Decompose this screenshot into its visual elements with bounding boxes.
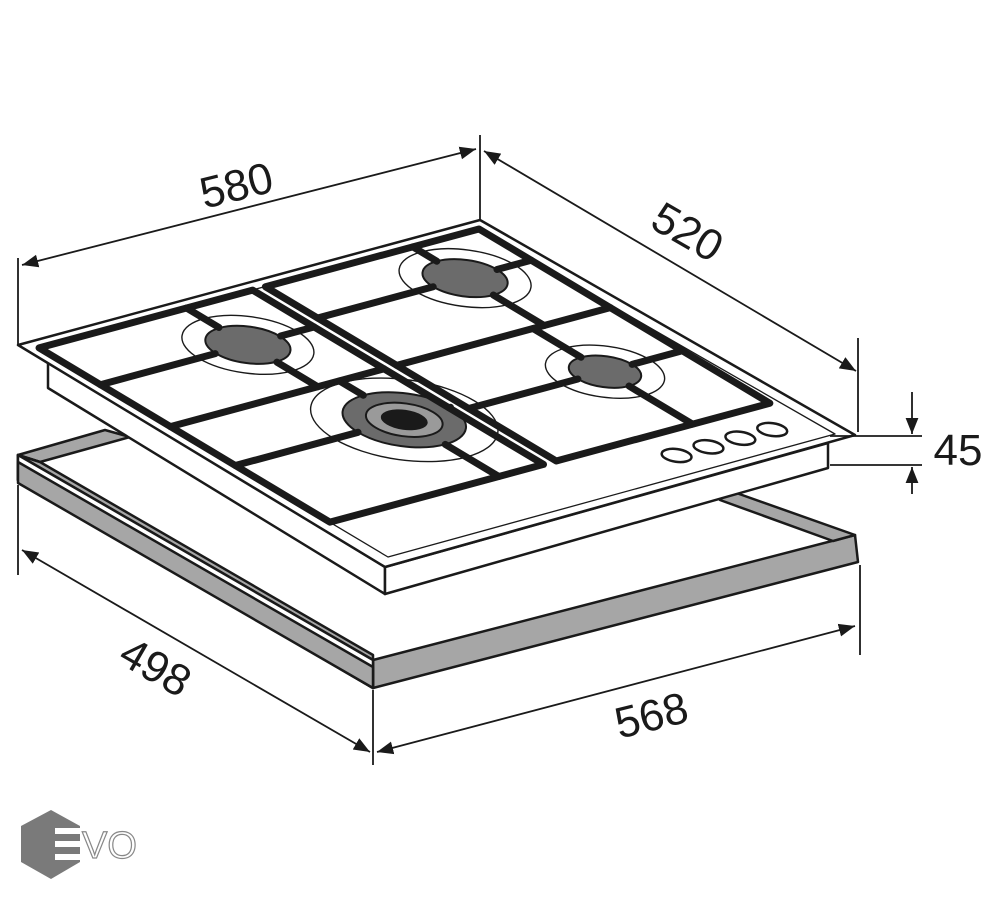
knob-3 <box>719 429 761 447</box>
dim-cutout-width: 568 <box>610 683 693 748</box>
knob-1 <box>656 447 698 465</box>
logo-text: VO <box>82 825 137 867</box>
dimension-lines <box>17 135 922 765</box>
dim-cutout-depth: 498 <box>111 628 199 707</box>
dim-height: 45 <box>934 426 983 475</box>
knob-4 <box>751 421 793 439</box>
evo-logo: VO <box>21 810 138 879</box>
control-knobs <box>656 421 794 465</box>
dim-width-top: 580 <box>195 153 278 218</box>
knob-2 <box>687 438 729 456</box>
dim-depth-top: 520 <box>643 193 731 272</box>
hob-body <box>16 218 857 596</box>
